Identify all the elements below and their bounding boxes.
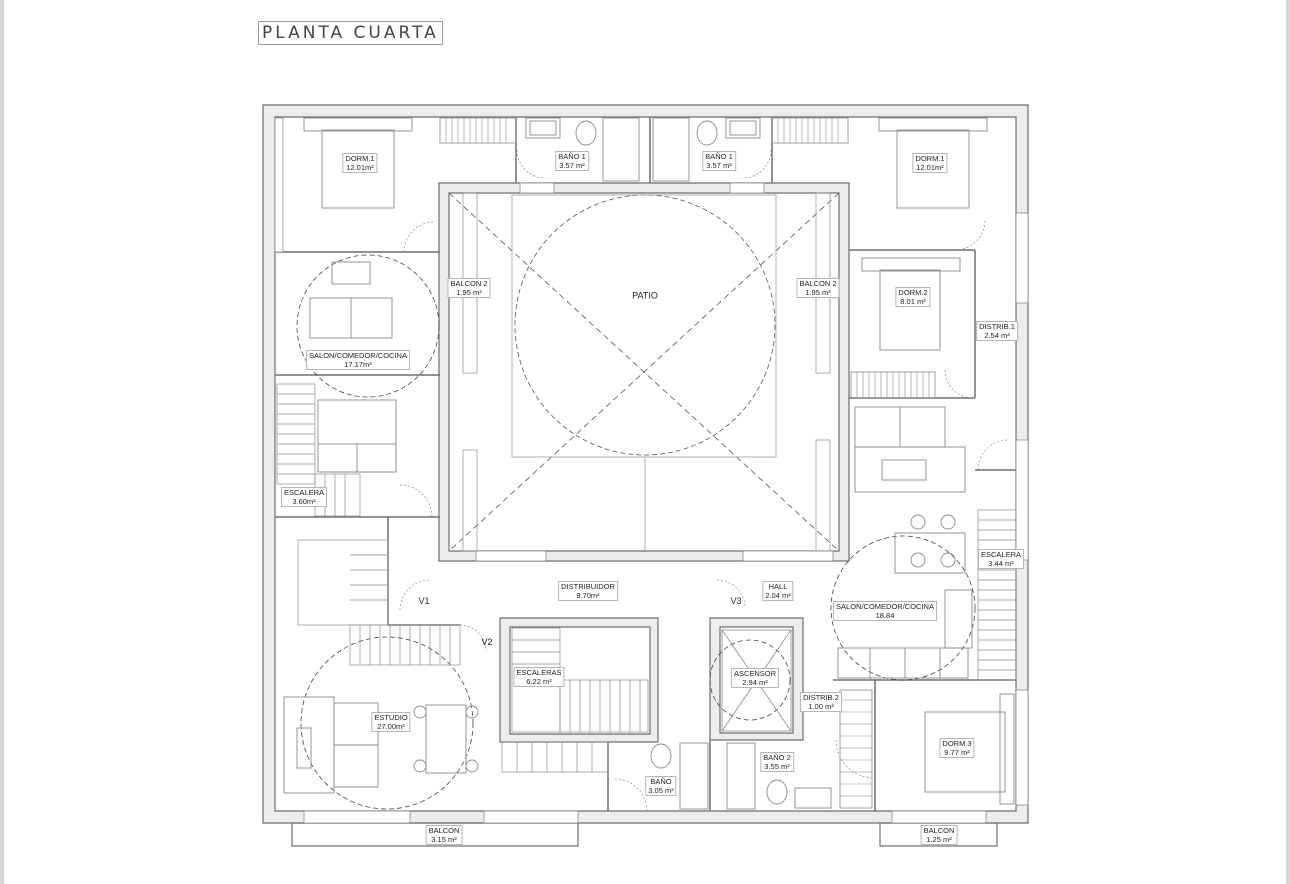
page-edge-right	[1286, 0, 1290, 884]
sheet-title: PLANTA CUARTA	[258, 21, 443, 45]
exterior-wall	[262, 104, 1029, 824]
page-edge-left	[0, 0, 4, 884]
elevator-wall	[709, 617, 804, 741]
room-label-patio: PATIO	[632, 290, 658, 301]
door-tag-v2: V2	[481, 637, 493, 647]
door-tag-v3: V3	[730, 596, 742, 606]
door-tag-v1: V1	[418, 596, 430, 606]
patio-wall	[438, 182, 850, 562]
stair-core-wall	[499, 617, 659, 743]
balcony-left-slab	[291, 822, 579, 847]
